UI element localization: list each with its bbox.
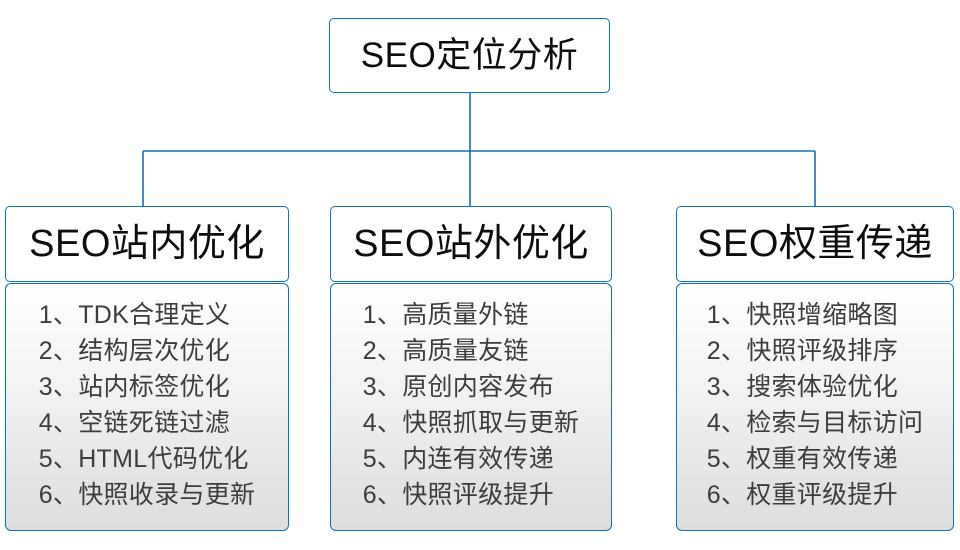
branch-item-list-3: 1、快照增缩略图 2、快照评级排序 3、搜索体验优化 4、检索与目标访问 5、权… — [707, 297, 924, 513]
list-item: 2、快照评级排序 — [706, 337, 898, 365]
branch-header-offsite-optimization[interactable]: SEO站外优化 — [330, 206, 612, 282]
list-item: 4、检索与目标访问 — [706, 409, 924, 437]
list-item: 4、快照抓取与更新 — [362, 409, 580, 437]
branch-header-label: SEO站外优化 — [353, 223, 589, 265]
list-item: 6、快照评级提升 — [362, 481, 554, 509]
list-item: 2、结构层次优化 — [38, 337, 230, 365]
list-item: 3、站内标签优化 — [38, 373, 230, 401]
list-item: 6、权重评级提升 — [706, 481, 898, 509]
list-item: 1、高质量外链 — [362, 301, 529, 329]
list-item: 5、内连有效传递 — [362, 445, 554, 473]
branch-header-label: SEO权重传递 — [697, 223, 933, 265]
list-item: 3、原创内容发布 — [362, 373, 554, 401]
branch-body-2: 1、高质量外链 2、高质量友链 3、原创内容发布 4、快照抓取与更新 5、内连有… — [330, 283, 612, 531]
branch-item-list-2: 1、高质量外链 2、高质量友链 3、原创内容发布 4、快照抓取与更新 5、内连有… — [363, 297, 580, 513]
list-item: 6、快照收录与更新 — [38, 481, 256, 509]
branch-item-list-1: 1、TDK合理定义 2、结构层次优化 3、站内标签优化 4、空链死链过滤 5、H… — [39, 297, 256, 513]
branch-body-3: 1、快照增缩略图 2、快照评级排序 3、搜索体验优化 4、检索与目标访问 5、权… — [676, 283, 954, 531]
list-item: 4、空链死链过滤 — [38, 409, 230, 437]
branch-column-2: SEO站外优化 1、高质量外链 2、高质量友链 3、原创内容发布 4、快照抓取与… — [330, 206, 612, 531]
list-item: 1、快照增缩略图 — [706, 301, 898, 329]
branch-header-onsite-optimization[interactable]: SEO站内优化 — [5, 206, 289, 282]
branch-header-weight-transfer[interactable]: SEO权重传递 — [676, 206, 954, 282]
list-item: 1、TDK合理定义 — [38, 301, 231, 329]
branch-header-label: SEO站内优化 — [29, 223, 265, 265]
branch-column-3: SEO权重传递 1、快照增缩略图 2、快照评级排序 3、搜索体验优化 4、检索与… — [676, 206, 954, 531]
branch-body-1: 1、TDK合理定义 2、结构层次优化 3、站内标签优化 4、空链死链过滤 5、H… — [5, 283, 289, 531]
list-item: 5、权重有效传递 — [706, 445, 898, 473]
list-item: 5、HTML代码优化 — [38, 445, 249, 473]
branch-column-1: SEO站内优化 1、TDK合理定义 2、结构层次优化 3、站内标签优化 4、空链… — [5, 206, 289, 531]
list-item: 2、高质量友链 — [362, 337, 529, 365]
list-item: 3、搜索体验优化 — [706, 373, 898, 401]
root-node-seo-positioning-analysis[interactable]: SEO定位分析 — [329, 18, 610, 93]
root-node-label: SEO定位分析 — [360, 36, 579, 75]
